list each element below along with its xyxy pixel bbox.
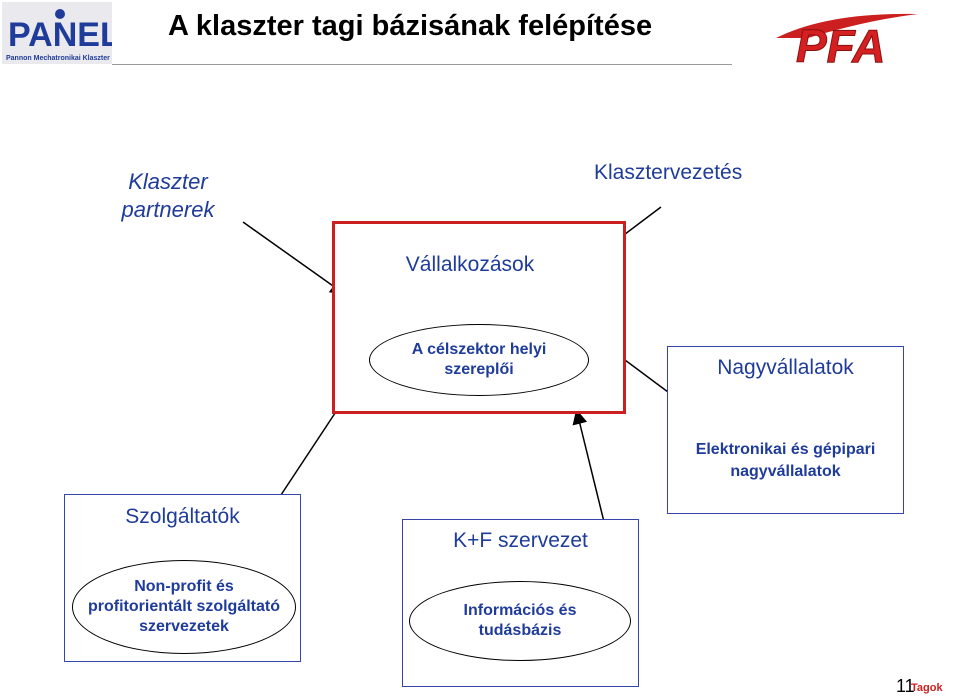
management-label: Klasztervezetés — [594, 161, 743, 184]
panel-logo-text: PANEL — [8, 16, 112, 54]
rnd-oval-text: Információs és tudásbázis — [463, 602, 577, 639]
services-title: Szolgáltatók — [125, 505, 240, 528]
rnd-oval: Információs és tudásbázis — [409, 581, 631, 661]
partners-label: Klaszter partnerek — [121, 169, 215, 222]
title-divider — [112, 64, 732, 65]
large-companies-box — [667, 346, 904, 514]
large-companies-subtitle: Elektronikai és gépipari nagyvállalatok — [695, 441, 876, 480]
pfa-logo: PFA — [768, 8, 960, 73]
rnd-title: K+F szervezet — [453, 529, 588, 552]
enterprises-oval: A célszektor helyi szereplői — [369, 324, 589, 396]
arrow-partners — [242, 221, 346, 295]
services-oval-text: Non-profit és profitorientált szolgáltat… — [88, 578, 280, 635]
page-number: 11 — [896, 676, 915, 696]
page-title: A klaszter tagi bázisának felépítése — [168, 10, 653, 42]
large-companies-title: Nagyvállalatok — [717, 356, 854, 379]
enterprises-box — [332, 221, 626, 414]
pfa-logo-text: PFA — [796, 20, 885, 70]
arrow-rnd — [572, 409, 607, 531]
enterprises-title: Vállalkozások — [405, 253, 535, 276]
panel-logo-subtext: Pannon Mechatronikai Klaszter — [6, 55, 110, 62]
section-tag: Tagok — [911, 682, 943, 694]
enterprises-oval-text: A célszektor helyi szereplői — [411, 341, 547, 378]
services-oval: Non-profit és profitorientált szolgáltat… — [72, 560, 296, 654]
panel-logo: PANEL Pannon Mechatronikai Klaszter — [2, 2, 121, 64]
